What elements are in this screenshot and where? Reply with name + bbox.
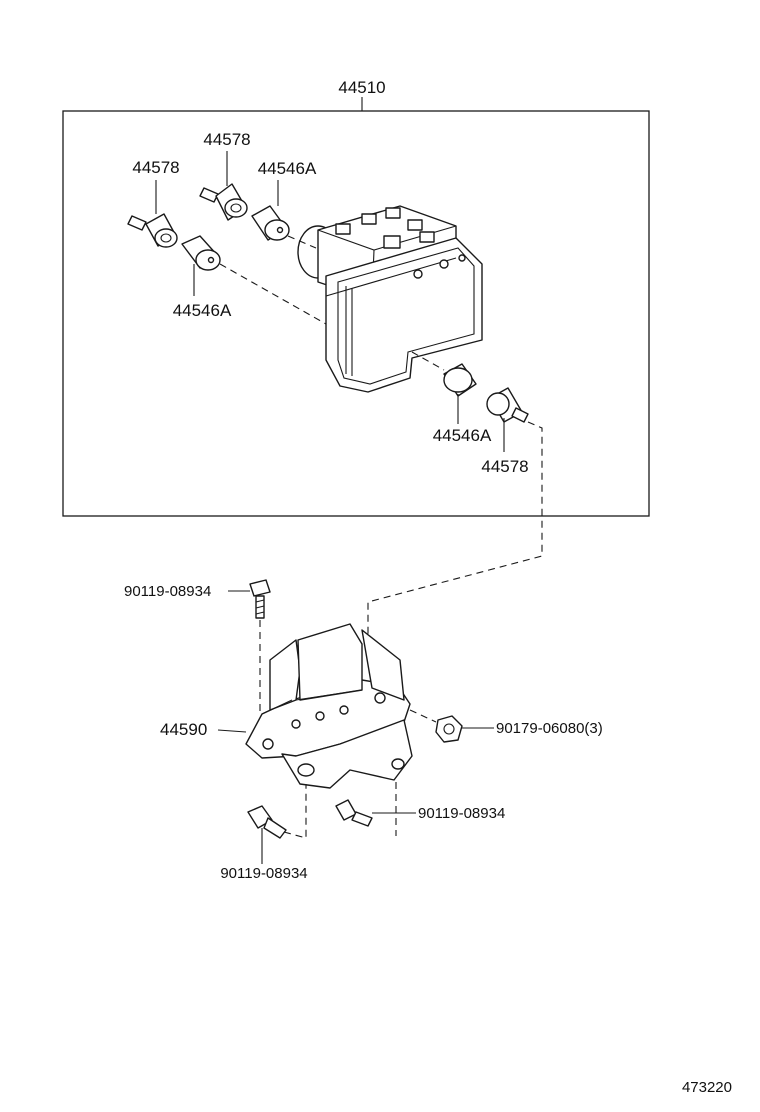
- callout-damper-top-left[interactable]: 44578: [132, 158, 179, 177]
- callout-assembly[interactable]: 44510: [338, 78, 385, 97]
- damper-top-left[interactable]: [127, 213, 178, 248]
- callout-damper-top-mid[interactable]: 44578: [203, 130, 250, 149]
- cushion-top[interactable]: [251, 205, 290, 241]
- callout-bolt-lower-left[interactable]: 90119-08934: [220, 865, 307, 882]
- callout-cushion-right[interactable]: 44546A: [433, 426, 492, 445]
- abs-actuator[interactable]: [297, 205, 483, 393]
- bolt-lower-left[interactable]: [247, 805, 287, 839]
- diagram-number: 473220: [682, 1079, 732, 1096]
- callout-bracket[interactable]: 44590: [160, 720, 207, 739]
- cushion-right[interactable]: [443, 363, 477, 397]
- callout-nut[interactable]: 90179-06080(3): [496, 720, 603, 737]
- damper-right[interactable]: [486, 387, 529, 423]
- damper-top-mid[interactable]: [199, 183, 248, 221]
- assembly-frame: [62, 110, 650, 517]
- callout-cushion-top[interactable]: 44546A: [258, 159, 317, 178]
- callout-damper-right[interactable]: 44578: [481, 457, 528, 476]
- bolt-top[interactable]: [249, 579, 271, 619]
- callout-bolt-top[interactable]: 90119-08934: [124, 583, 211, 600]
- bolt-lower-right[interactable]: [335, 799, 373, 827]
- callout-cushion-left[interactable]: 44546A: [173, 301, 232, 320]
- cushion-left[interactable]: [181, 235, 221, 271]
- callout-bolt-lower-right[interactable]: 90119-08934: [418, 805, 505, 822]
- mounting-bracket[interactable]: [245, 623, 413, 789]
- flange-nut[interactable]: [435, 715, 463, 743]
